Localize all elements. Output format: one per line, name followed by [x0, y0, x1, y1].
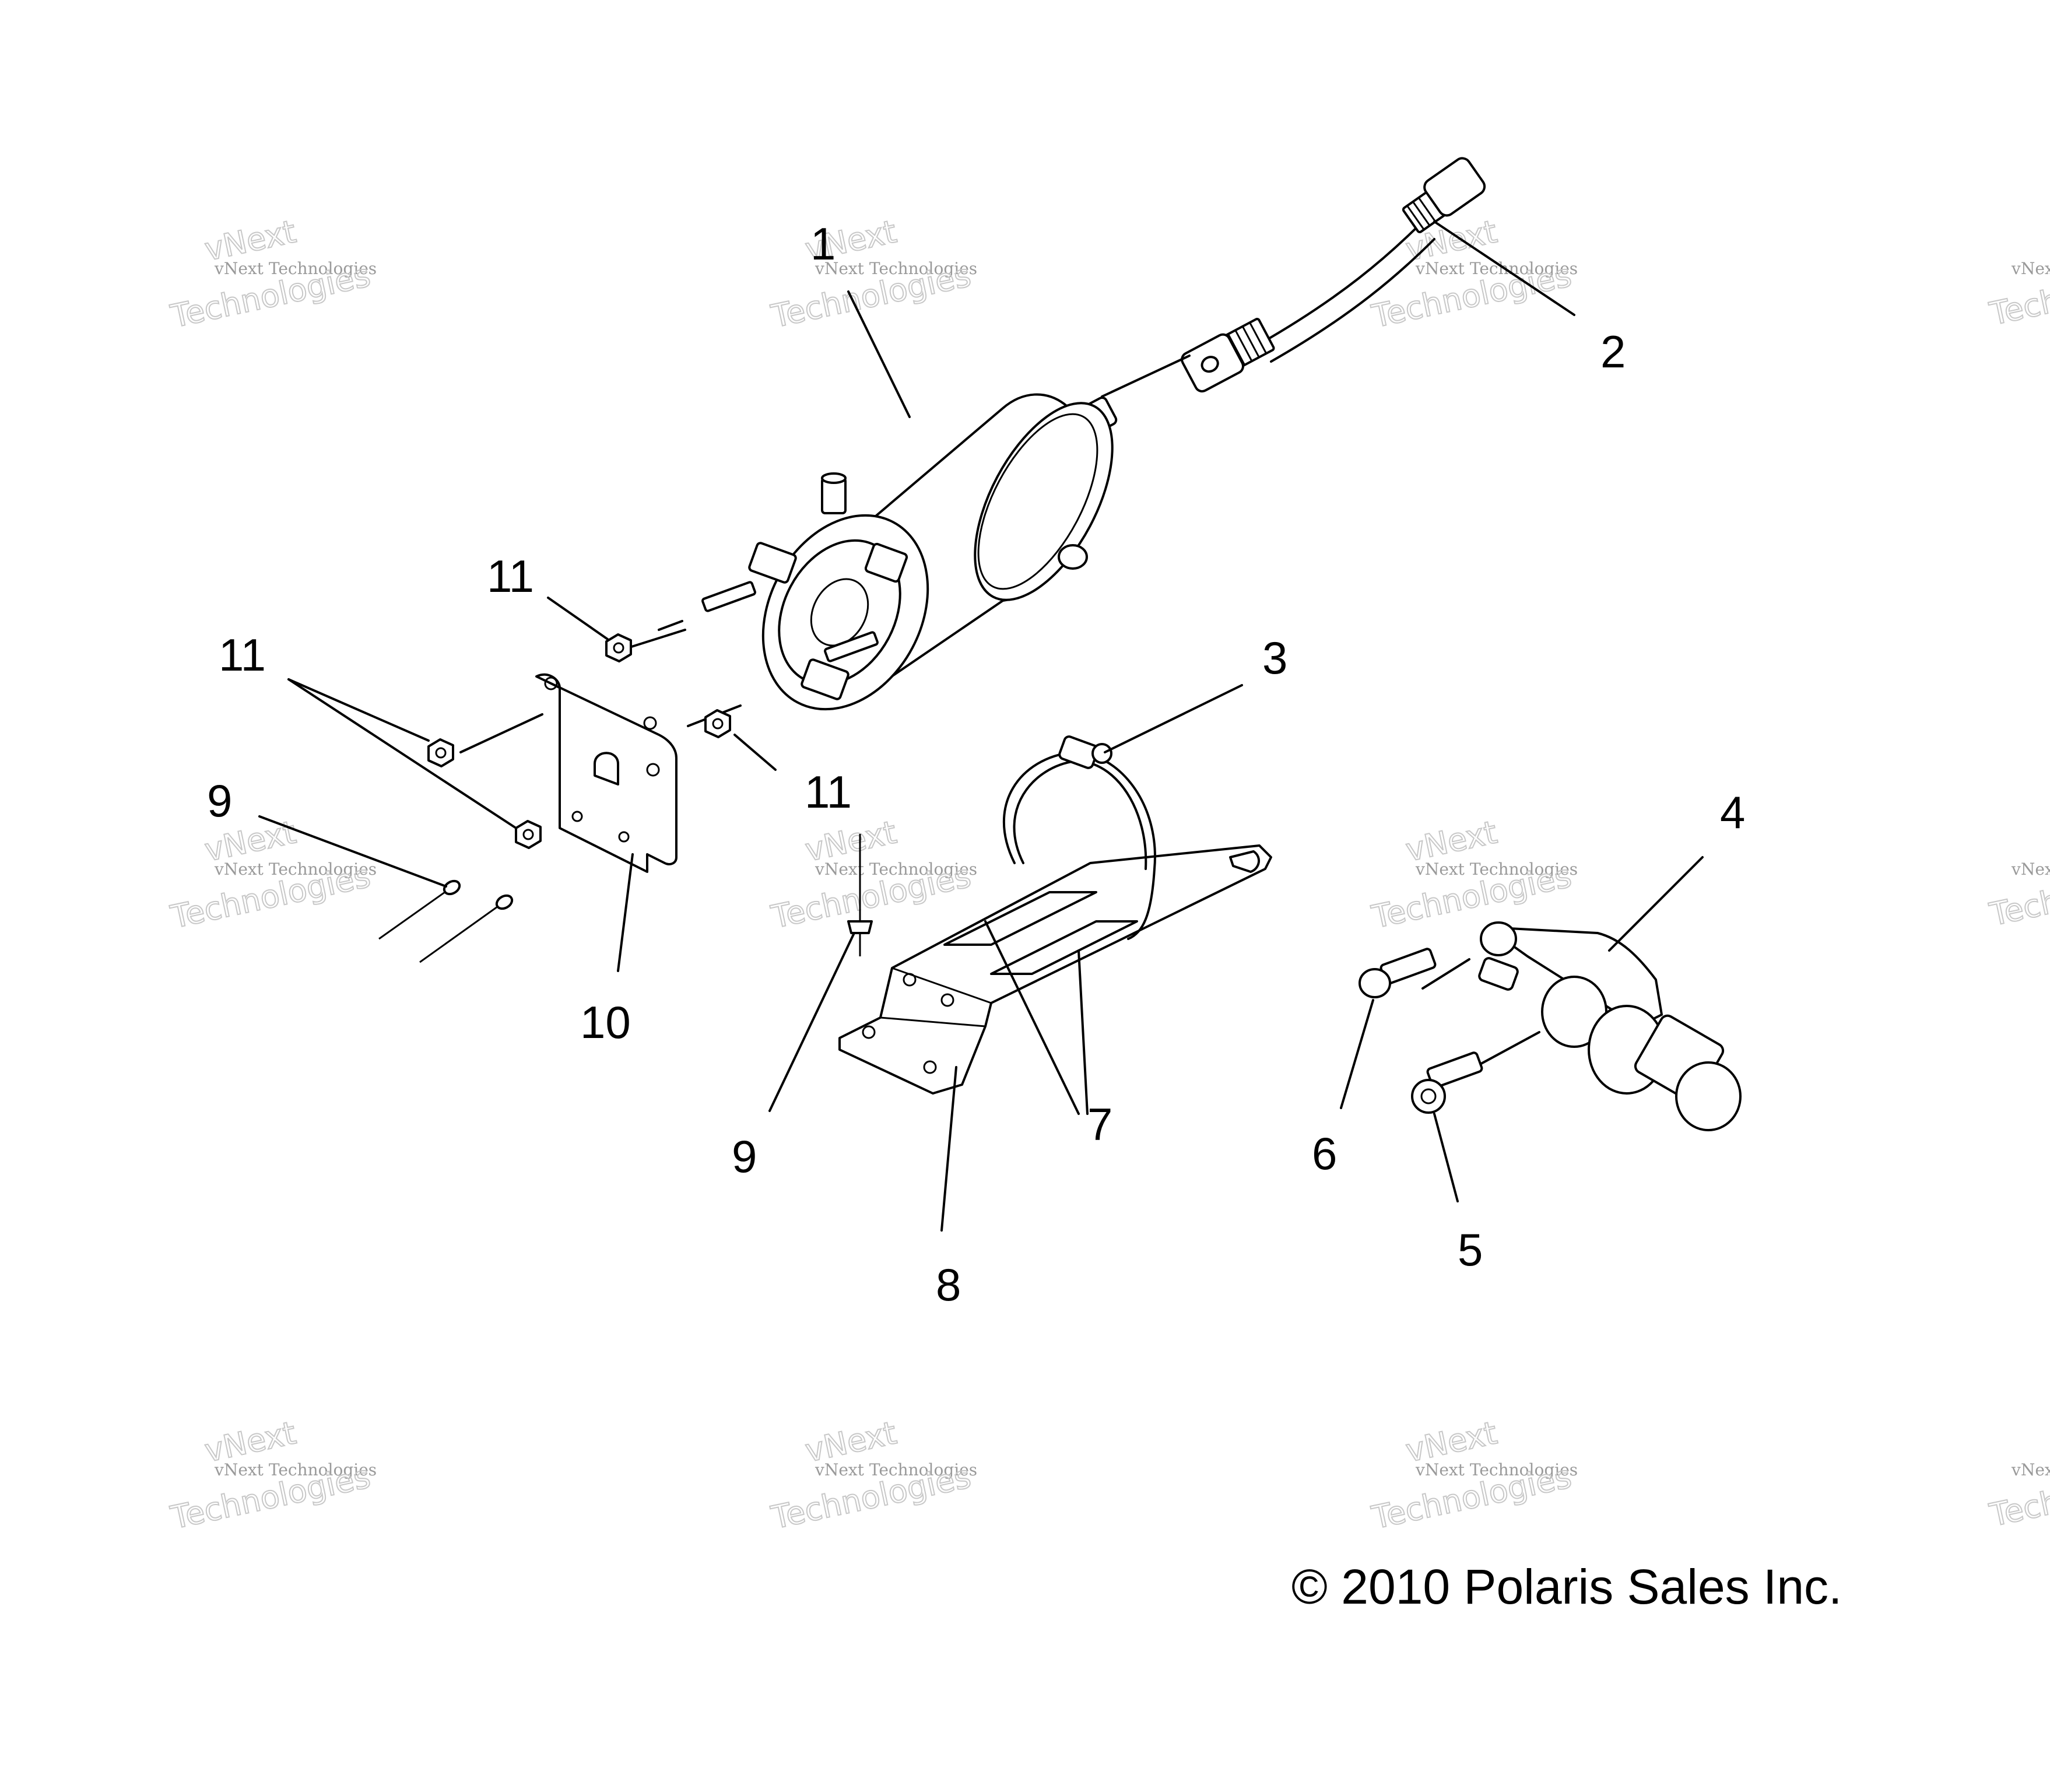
leader-line-11a [287, 678, 430, 742]
leader-line [459, 713, 543, 753]
svg-text:vNext Technologies: vNext Technologies [2011, 259, 2050, 278]
leader-line [658, 620, 683, 631]
leader-line-9b [768, 932, 855, 1112]
watermark: vNext vNext Technologies Technologies [167, 1414, 377, 1537]
watermark: vNext vNext Technologies Technologies [767, 813, 977, 936]
watermark: vNext vNext Technologies Technologies [1368, 813, 1578, 936]
pad-part-7 [943, 891, 1097, 946]
clamp-part-3 [1003, 751, 1156, 940]
callout-3: 3 [1262, 632, 1287, 683]
nut-part-11 [427, 713, 543, 767]
watermark: vNext Technologies Technologies [1986, 1455, 2050, 1534]
callout-10: 10 [580, 997, 631, 1048]
leader-lines [258, 220, 1704, 1232]
callout-11-upper: 11 [487, 550, 534, 602]
pad-part-7 [990, 920, 1138, 975]
svg-text:vNext Technologies: vNext Technologies [1415, 1460, 1578, 1479]
nut-part-11 [605, 620, 686, 662]
leader-line-1 [847, 290, 911, 418]
leader-line-3 [1104, 684, 1243, 753]
leader-line-4 [1608, 856, 1704, 952]
rivet-part-9 [847, 834, 873, 956]
starter-motor-part-1 [701, 355, 1191, 711]
callout-6: 6 [1312, 1128, 1337, 1179]
rivet-part-9 [378, 879, 514, 963]
svg-text:vNext Technologies: vNext Technologies [815, 1460, 977, 1479]
callout-7: 7 [1087, 1099, 1112, 1150]
leader-line-10 [617, 853, 634, 972]
svg-text:vNext Technologies: vNext Technologies [2011, 860, 2050, 879]
watermark: vNext vNext Technologies Technologies [167, 212, 377, 335]
watermark: vNext Technologies Technologies [1986, 254, 2050, 333]
watermark: vNext vNext Technologies Technologies [167, 813, 377, 936]
screw-part-6 [1359, 948, 1470, 998]
svg-text:vNext Technologies: vNext Technologies [2011, 1460, 2050, 1479]
watermark: vNext vNext Technologies Technologies [767, 212, 977, 335]
watermark: vNext vNext Technologies Technologies [1368, 1414, 1578, 1537]
leader-line-9a [258, 815, 447, 888]
nut-part-11 [515, 820, 542, 849]
drive-assembly-part-4 [1478, 921, 1742, 1131]
callout-5: 5 [1458, 1224, 1483, 1275]
callout-2: 2 [1600, 326, 1626, 377]
mounting-plate-part-10 [535, 673, 678, 873]
svg-text:vNext Technologies: vNext Technologies [815, 860, 977, 879]
callout-9-center: 9 [732, 1131, 757, 1182]
watermark: vNext vNext Technologies Technologies [767, 1414, 977, 1537]
svg-text:vNext Technologies: vNext Technologies [1415, 860, 1578, 879]
leader-line-6 [1340, 999, 1374, 1109]
callout-8: 8 [936, 1259, 961, 1310]
nut-part-11 [687, 704, 742, 738]
leader-line-8 [940, 1066, 957, 1232]
callout-11-left: 11 [219, 629, 266, 681]
copyright-text: © 2010 Polaris Sales Inc. [1291, 1559, 1842, 1614]
leader-line-2 [1433, 220, 1575, 316]
callout-9-left: 9 [207, 775, 232, 826]
leader-line-5 [1433, 1113, 1459, 1202]
screw-part-5 [1411, 1031, 1540, 1114]
bracket-part-8 [838, 735, 1272, 1095]
leader-line [1421, 958, 1470, 990]
leader-line [629, 629, 686, 648]
callout-1: 1 [810, 218, 836, 269]
leader-line [1101, 355, 1191, 398]
callout-4: 4 [1720, 787, 1745, 838]
watermark: vNext Technologies Technologies [1986, 854, 2050, 934]
svg-text:vNext Technologies: vNext Technologies [214, 1460, 377, 1479]
svg-text:vNext Technologies: vNext Technologies [214, 860, 377, 879]
callout-labels: 1 2 3 4 5 6 7 8 9 9 10 11 11 11 [207, 218, 1745, 1310]
starter-cable-part-2 [1181, 157, 1486, 392]
svg-text:vNext Technologies: vNext Technologies [815, 259, 977, 278]
leader-line-7b [1077, 949, 1089, 1115]
watermark: vNext vNext Technologies Technologies [1368, 212, 1578, 335]
leader-line-11a2 [287, 678, 517, 829]
svg-text:vNext Technologies: vNext Technologies [214, 259, 377, 278]
leader-line-11c [733, 734, 777, 771]
leader-line-7a [984, 920, 1080, 1115]
leader-line-11b [547, 597, 609, 640]
callout-11-right: 11 [805, 766, 852, 818]
